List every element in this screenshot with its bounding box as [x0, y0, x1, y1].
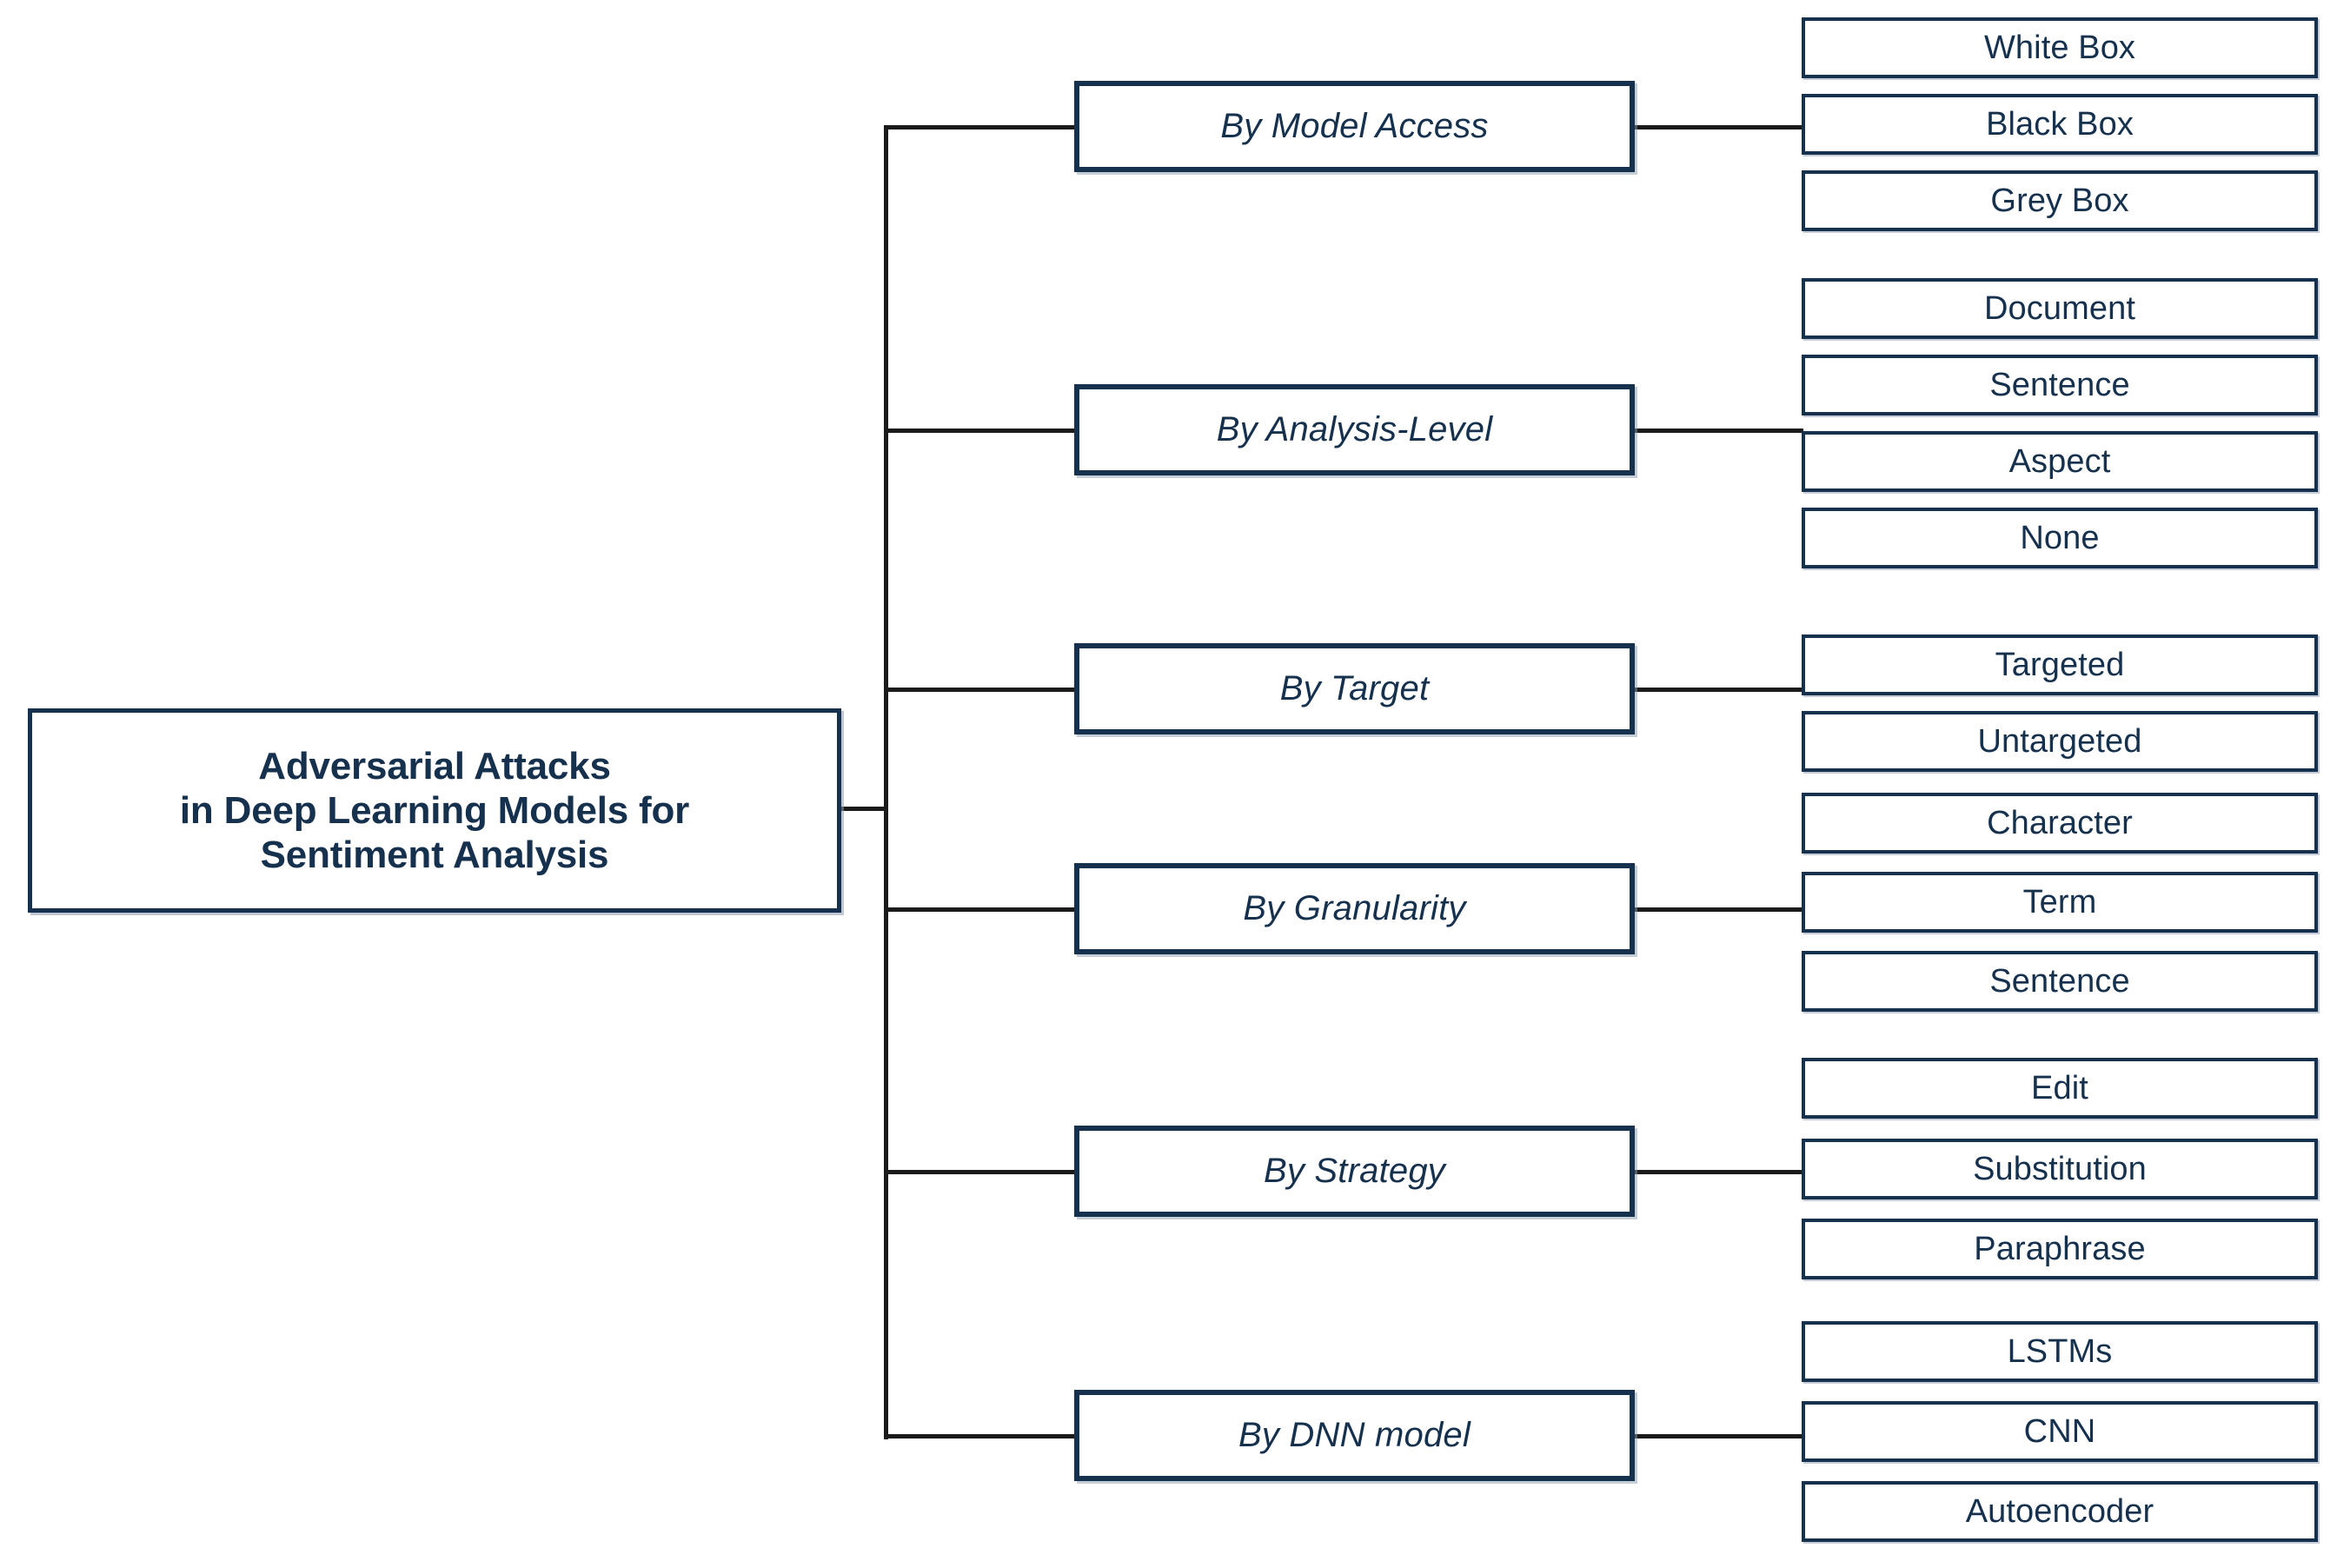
- leaf-node-term[interactable]: Term: [1802, 872, 2318, 933]
- leaf-node-targeted[interactable]: Targeted: [1802, 635, 2318, 695]
- leaf-node-label: Aspect: [2008, 442, 2111, 480]
- leaf-node-label: Black Box: [1986, 105, 2134, 143]
- leaf-node-label: Grey Box: [1990, 182, 2129, 219]
- leaf-node-label: Paraphrase: [1974, 1230, 2146, 1267]
- leaf-node-character[interactable]: Character: [1802, 793, 2318, 854]
- leaf-node-white-box[interactable]: White Box: [1802, 17, 2318, 78]
- leaf-node-label: Document: [1984, 289, 2135, 327]
- root-node-label: Adversarial Attacks in Deep Learning Mod…: [179, 744, 690, 877]
- connector-root-to-spine: [840, 807, 888, 811]
- leaf-node-paraphrase[interactable]: Paraphrase: [1802, 1219, 2318, 1279]
- category-node-label: By Granularity: [1243, 889, 1466, 928]
- category-node-by-model-access[interactable]: By Model Access: [1074, 81, 1635, 172]
- leaf-node-untargeted[interactable]: Untargeted: [1802, 711, 2318, 772]
- category-node-label: By Target: [1279, 669, 1430, 708]
- leaf-node-autoencoder[interactable]: Autoencoder: [1802, 1481, 2318, 1542]
- leaf-node-cnn[interactable]: CNN: [1802, 1401, 2318, 1462]
- leaf-node-substitution[interactable]: Substitution: [1802, 1139, 2318, 1199]
- connector-category-6-to-leaves: [1630, 1434, 1803, 1438]
- leaf-node-label: LSTMs: [2007, 1332, 2113, 1370]
- leaf-node-label: Character: [1987, 804, 2133, 841]
- connector-spine-to-category-5: [884, 1170, 1077, 1174]
- leaf-node-label: Targeted: [1995, 646, 2125, 683]
- leaf-node-edit[interactable]: Edit: [1802, 1058, 2318, 1119]
- leaf-node-lstms[interactable]: LSTMs: [1802, 1321, 2318, 1382]
- connector-category-4-to-leaves: [1630, 907, 1803, 912]
- leaf-node-label: Sentence: [1989, 366, 2130, 403]
- connector-category-2-to-leaves: [1630, 429, 1803, 433]
- category-node-by-granularity[interactable]: By Granularity: [1074, 863, 1635, 954]
- leaf-node-label: White Box: [1983, 29, 2136, 66]
- connector-spine-to-category-6: [884, 1434, 1077, 1438]
- root-node[interactable]: Adversarial Attacks in Deep Learning Mod…: [28, 708, 841, 913]
- category-node-label: By Analysis-Level: [1216, 410, 1493, 449]
- connector-category-1-to-leaves: [1630, 125, 1803, 130]
- category-node-by-analysis-level[interactable]: By Analysis-Level: [1074, 384, 1635, 475]
- connector-category-3-to-leaves: [1630, 688, 1803, 692]
- leaf-node-label: Autoencoder: [1965, 1492, 2154, 1530]
- category-node-label: By Model Access: [1220, 107, 1489, 146]
- leaf-node-label: Edit: [2031, 1069, 2088, 1106]
- leaf-node-aspect[interactable]: Aspect: [1802, 431, 2318, 492]
- connector-spine-to-category-2: [884, 429, 1077, 433]
- leaf-node-label: Untargeted: [1977, 722, 2142, 760]
- leaf-node-label: CNN: [2023, 1412, 2096, 1450]
- connector-category-5-to-leaves: [1630, 1170, 1803, 1174]
- leaf-node-label: Substitution: [1973, 1150, 2147, 1187]
- leaf-node-label: None: [2020, 519, 2100, 556]
- category-node-label: By DNN model: [1238, 1416, 1471, 1455]
- leaf-node-none[interactable]: None: [1802, 508, 2318, 568]
- connector-spine-to-category-1: [884, 125, 1077, 130]
- category-node-label: By Strategy: [1264, 1152, 1445, 1191]
- category-node-by-strategy[interactable]: By Strategy: [1074, 1126, 1635, 1217]
- leaf-node-black-box[interactable]: Black Box: [1802, 94, 2318, 155]
- category-node-by-target[interactable]: By Target: [1074, 643, 1635, 734]
- connector-spine-to-category-3: [884, 688, 1077, 692]
- leaf-node-sentence-analysis[interactable]: Sentence: [1802, 355, 2318, 415]
- leaf-node-label: Sentence: [1989, 962, 2130, 1000]
- category-node-by-dnn-model[interactable]: By DNN model: [1074, 1390, 1635, 1481]
- leaf-node-document[interactable]: Document: [1802, 278, 2318, 339]
- leaf-node-sentence-granularity[interactable]: Sentence: [1802, 951, 2318, 1012]
- connector-spine: [884, 125, 888, 1439]
- leaf-node-grey-box[interactable]: Grey Box: [1802, 170, 2318, 231]
- leaf-node-label: Term: [2022, 883, 2097, 920]
- connector-spine-to-category-4: [884, 907, 1077, 912]
